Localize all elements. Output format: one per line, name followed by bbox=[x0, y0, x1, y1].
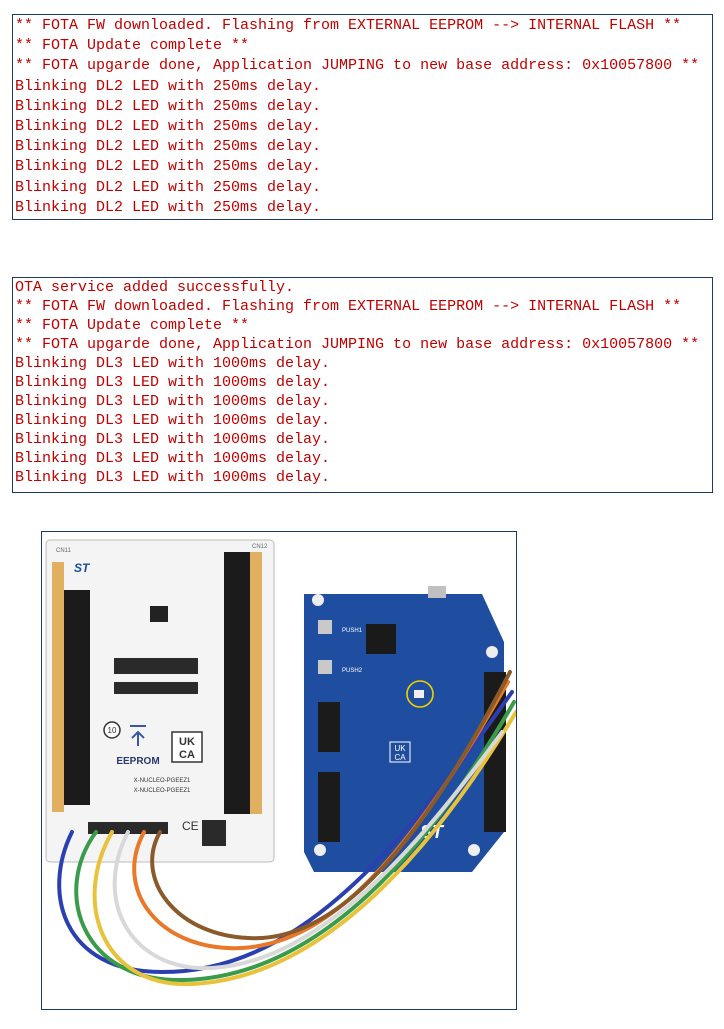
console-line: Blinking DL3 LED with 1000ms delay. bbox=[15, 450, 331, 467]
eeprom-jumper-block bbox=[114, 658, 198, 694]
eeprom-part-label-2: X-NUCLEO-PGEEZ1 bbox=[134, 788, 191, 794]
console-line: Blinking DL2 LED with 250ms delay. bbox=[15, 158, 322, 176]
console-log-bottom: OTA service added successfully. ** FOTA F… bbox=[12, 277, 713, 493]
eeprom-cn11-label: CN11 bbox=[56, 548, 72, 554]
console-line: Blinking DL2 LED with 250ms delay. bbox=[15, 117, 322, 135]
nucleo-left-header-2 bbox=[318, 772, 340, 842]
console-line: Blinking DL3 LED with 1000ms delay. bbox=[15, 374, 331, 391]
console-line: Blinking DL2 LED with 250ms delay. bbox=[15, 77, 322, 95]
nucleo-push2-label: PUSH2 bbox=[342, 668, 363, 674]
wire-brown bbox=[150, 670, 512, 941]
console-log-top: ** FOTA FW downloaded. Flashing from EXT… bbox=[12, 14, 713, 220]
nucleo-mcu bbox=[366, 624, 396, 654]
eeprom-cn12-label: CN12 bbox=[252, 544, 268, 550]
nucleo-ukca-bottom: CA bbox=[394, 753, 406, 762]
jumper-wires bbox=[57, 670, 516, 987]
eeprom-ce-label: CE bbox=[182, 819, 199, 833]
console-line: ** FOTA Update complete ** bbox=[15, 317, 250, 334]
console-line: OTA service added successfully. bbox=[15, 279, 295, 296]
nucleo-push1-label: PUSH1 bbox=[342, 628, 363, 634]
hardware-photo-svg: 10 UK CA EEPROM X-NUCLEO-PGEEZ1 X-NUCLEO… bbox=[45, 539, 516, 987]
nucleo-usb-connector bbox=[428, 586, 446, 598]
console-line: Blinking DL2 LED with 250ms delay. bbox=[15, 97, 322, 115]
eeprom-left-header bbox=[64, 590, 90, 805]
wire-green bbox=[74, 700, 516, 983]
wire-white bbox=[112, 730, 504, 971]
eeprom-label: EEPROM bbox=[116, 756, 159, 767]
eeprom-chip bbox=[150, 606, 168, 622]
eeprom-board-pcb bbox=[45, 539, 275, 863]
eeprom-ukca-bottom: CA bbox=[179, 749, 195, 761]
eeprom-ukca-top: UK bbox=[179, 736, 195, 748]
console-line: Blinking DL3 LED with 1000ms delay. bbox=[15, 469, 331, 486]
console-line: Blinking DL3 LED with 1000ms delay. bbox=[15, 412, 331, 429]
nucleo-led-highlight bbox=[406, 680, 434, 708]
eeprom-badge: 10 bbox=[108, 726, 117, 735]
eeprom-tree-icon bbox=[130, 725, 146, 746]
console-line: ** FOTA Update complete ** bbox=[15, 37, 250, 55]
nucleo-push1-button[interactable] bbox=[318, 620, 332, 634]
wire-yellow bbox=[92, 710, 516, 987]
eeprom-badge-icon bbox=[103, 721, 121, 739]
nucleo-ukca-top: UK bbox=[394, 744, 406, 753]
console-line: ** FOTA FW downloaded. Flashing from EXT… bbox=[15, 298, 682, 315]
nucleo-push2-button[interactable] bbox=[318, 660, 332, 674]
nucleo-led bbox=[414, 690, 424, 698]
console-line: Blinking DL2 LED with 250ms delay. bbox=[15, 198, 322, 216]
console-line: Blinking DL2 LED with 250ms delay. bbox=[15, 178, 322, 196]
eeprom-right-header bbox=[224, 552, 250, 814]
eeprom-part-label-1: X-NUCLEO-PGEEZ1 bbox=[134, 778, 191, 784]
eeprom-bottom-connector bbox=[88, 822, 168, 834]
console-line: Blinking DL2 LED with 250ms delay. bbox=[15, 138, 322, 156]
nucleo-left-header-1 bbox=[318, 702, 340, 752]
eeprom-st-logo: ST bbox=[74, 561, 91, 575]
console-line: ** FOTA FW downloaded. Flashing from EXT… bbox=[15, 17, 682, 34]
console-line: ** FOTA upgarde done, Application JUMPIN… bbox=[15, 57, 700, 75]
console-line: ** FOTA upgarde done, Application JUMPIN… bbox=[15, 336, 700, 353]
hardware-photo: 10 UK CA EEPROM X-NUCLEO-PGEEZ1 X-NUCLEO… bbox=[41, 531, 517, 1010]
console-line: Blinking DL3 LED with 1000ms delay. bbox=[15, 431, 331, 448]
console-line: Blinking DL3 LED with 1000ms delay. bbox=[15, 355, 331, 372]
eeprom-board: 10 UK CA EEPROM X-NUCLEO-PGEEZ1 X-NUCLEO… bbox=[45, 539, 275, 863]
eeprom-left-header-strip bbox=[52, 562, 64, 812]
console-line: Blinking DL3 LED with 1000ms delay. bbox=[15, 393, 331, 410]
eeprom-right-header-strip bbox=[250, 552, 262, 814]
